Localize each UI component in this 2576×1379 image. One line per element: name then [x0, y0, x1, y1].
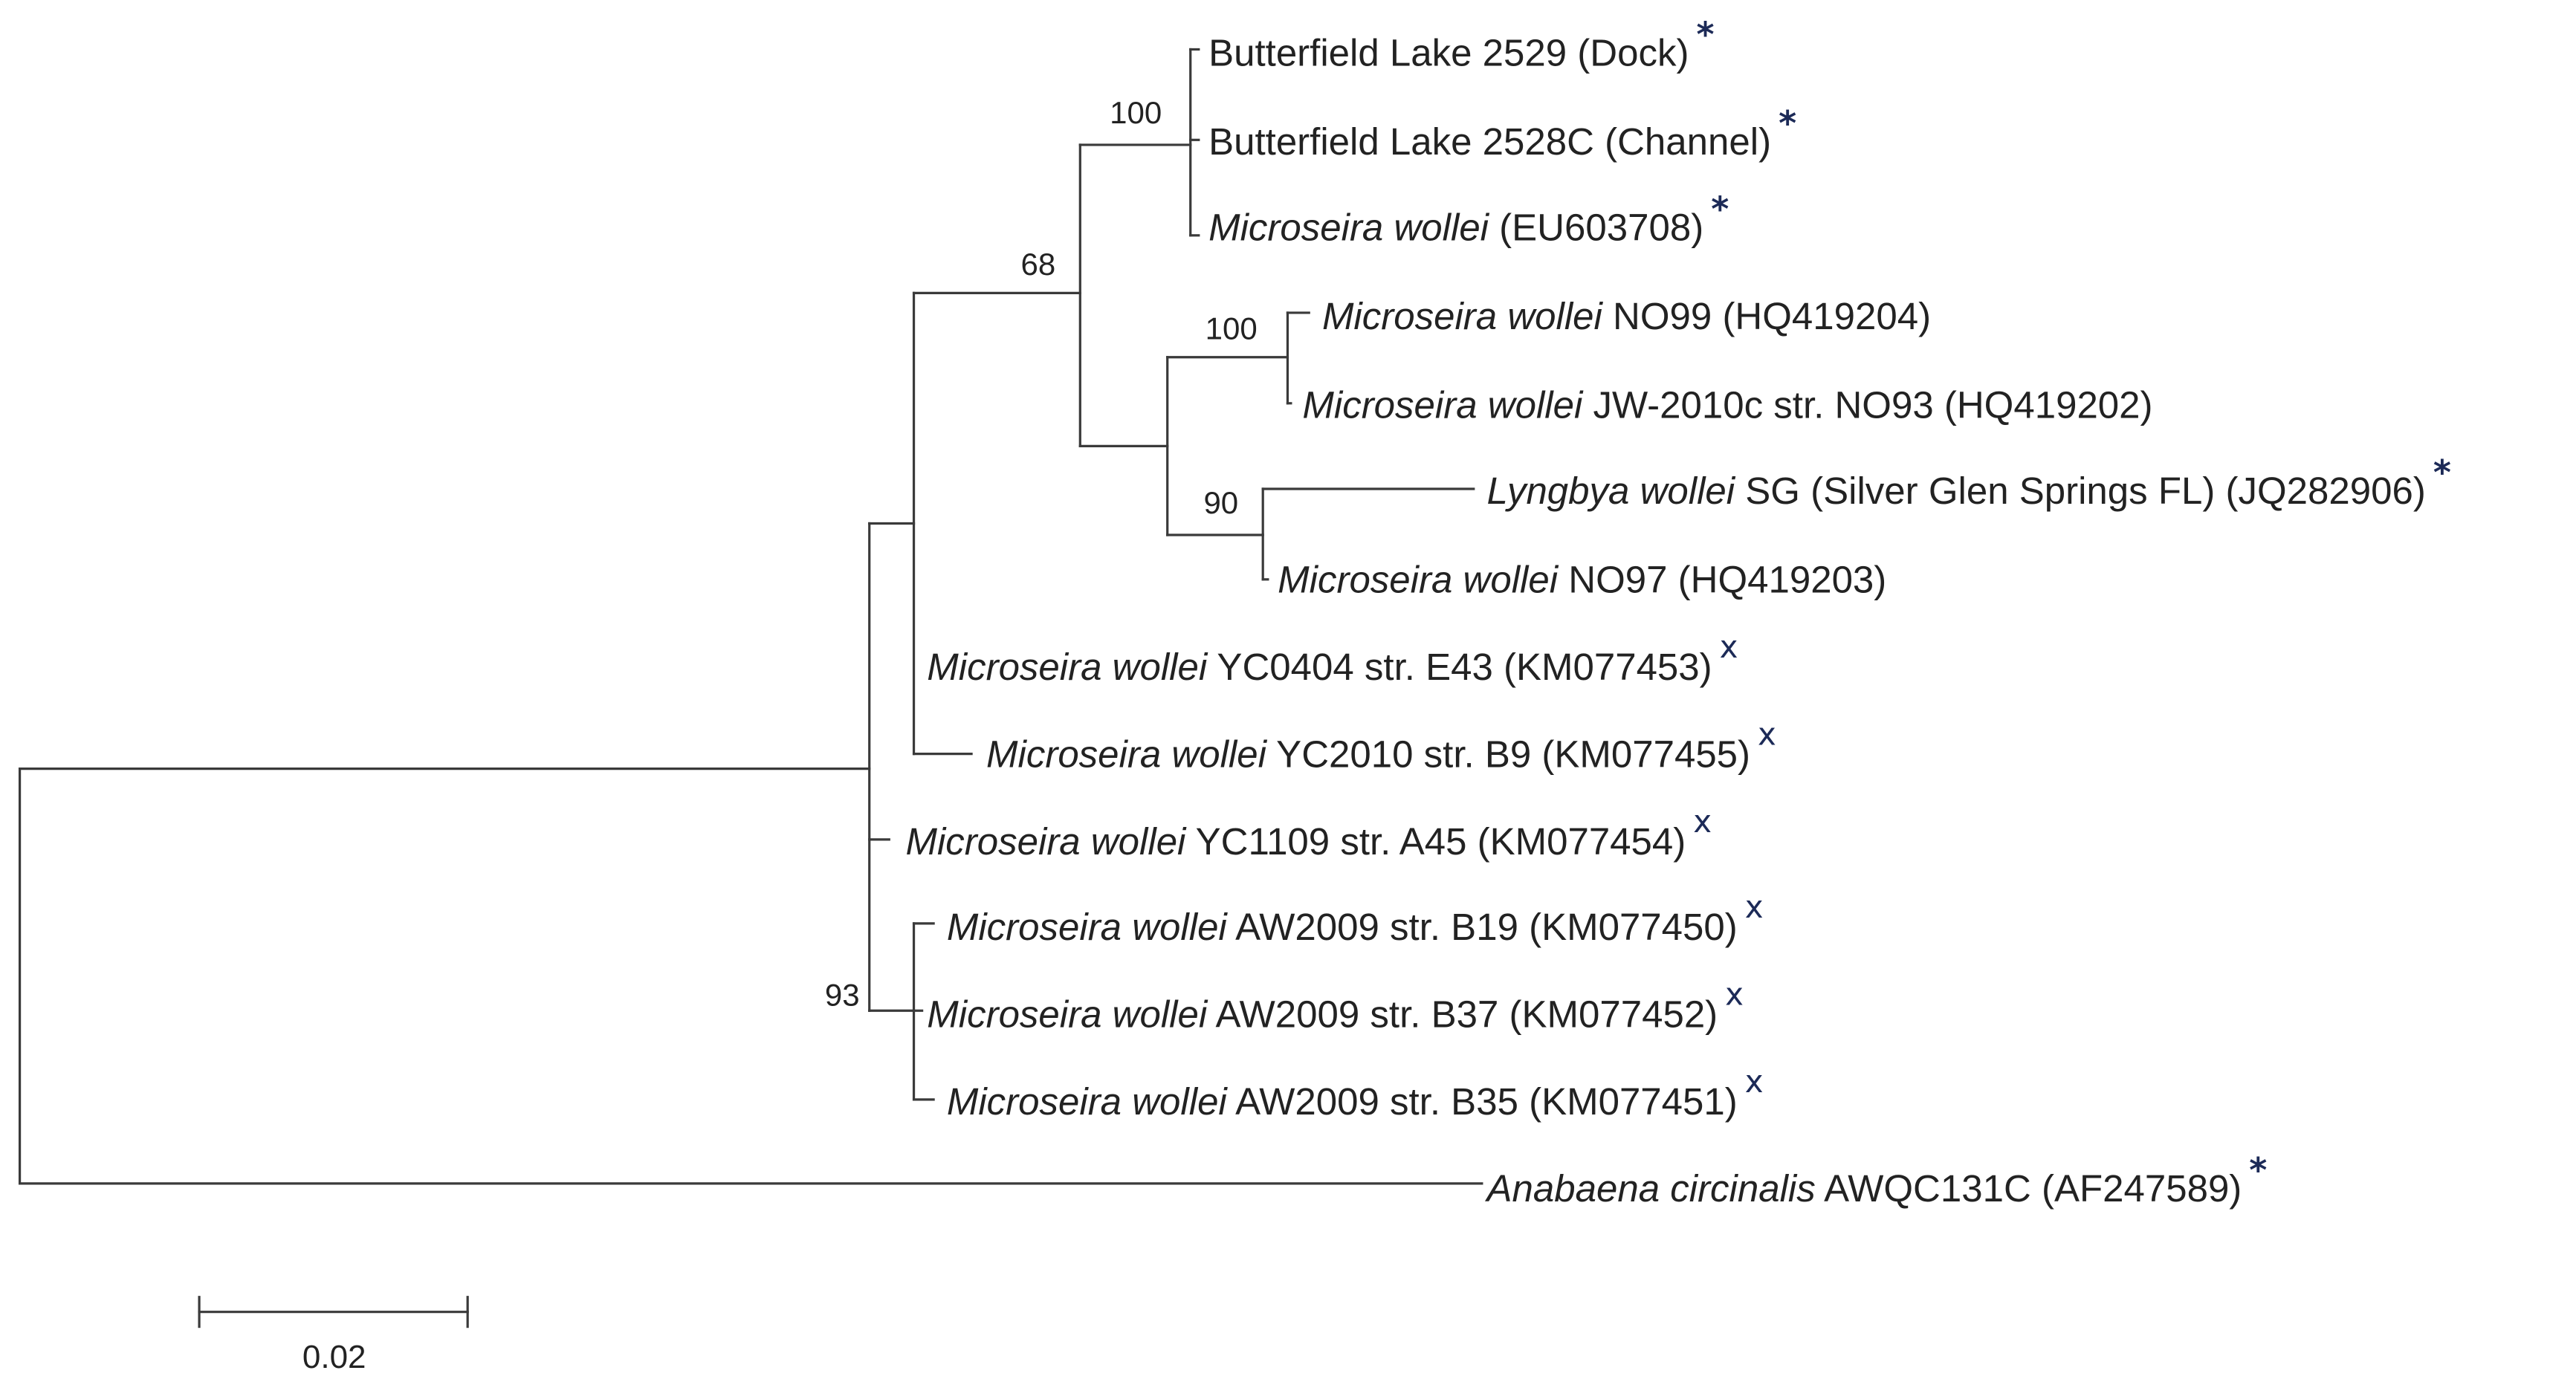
asterisk-marker: *	[2433, 452, 2451, 493]
taxon-strain-accession: AW2009 str. B35 (KM077451)	[1227, 1080, 1738, 1123]
taxon-label: Butterfield Lake 2529 (Dock)	[1208, 32, 1689, 74]
taxon-species-name: Microseira wollei	[947, 1080, 1229, 1123]
bootstrap-values: 100 68 100 90 93	[825, 95, 1258, 1012]
taxon-species-name: Microseira wollei	[905, 820, 1187, 863]
taxon-species-name: Microseira wollei	[1278, 559, 1559, 601]
taxon-species-name: Microseira wollei	[1208, 206, 1490, 248]
taxon-species-name: Microseira wollei	[947, 906, 1229, 948]
taxon-strain-accession: Butterfield Lake 2529 (Dock)	[1208, 32, 1689, 74]
taxon-label: Microseira wollei YC1109 str. A45 (KM077…	[905, 820, 1686, 863]
taxon-strain-accession: (EU603708)	[1489, 206, 1703, 248]
taxon-label: Lyngbya wollei SG (Silver Glen Springs F…	[1487, 470, 2426, 512]
bootstrap-value: 100	[1206, 311, 1258, 345]
taxon-species-name: Microseira wollei	[986, 733, 1268, 775]
taxon-label: Microseira wollei NO99 (HQ419204)	[1322, 295, 1931, 337]
taxon-label: Microseira wollei AW2009 str. B37 (KM077…	[927, 993, 1718, 1035]
x-marker: x	[1745, 889, 1764, 925]
asterisk-marker: *	[2249, 1150, 2267, 1190]
asterisk-marker: *	[1696, 15, 1714, 55]
taxon-label: Anabaena circinalis AWQC131C (AF247589)	[1485, 1167, 2242, 1210]
x-marker: x	[1720, 629, 1738, 665]
asterisk-marker: *	[1711, 189, 1729, 229]
taxon-label: Microseira wollei NO97 (HQ419203)	[1278, 559, 1886, 601]
taxon-strain-accession: YC1109 str. A45 (KM077454)	[1185, 820, 1686, 863]
taxon-species-name: Anabaena circinalis	[1485, 1167, 1816, 1210]
taxon-label: Microseira wollei (EU603708)	[1208, 206, 1703, 248]
scale-bar-label: 0.02	[302, 1339, 366, 1375]
taxon-species-name: Microseira wollei	[927, 993, 1208, 1035]
taxon-strain-accession: NO97 (HQ419203)	[1558, 559, 1886, 601]
taxon-label: Microseira wollei YC2010 str. B9 (KM0774…	[986, 733, 1750, 775]
x-marker: x	[1693, 803, 1712, 840]
taxon-strain-accession: AWQC131C (AF247589)	[1816, 1167, 2242, 1210]
taxon-strain-accession: SG (Silver Glen Springs FL) (JQ282906)	[1735, 470, 2426, 512]
bootstrap-value: 93	[825, 978, 860, 1013]
asterisk-marker: *	[1779, 103, 1796, 143]
taxon-strain-accession: YC2010 str. B9 (KM077455)	[1266, 733, 1750, 775]
taxon-species-name: Microseira wollei	[927, 646, 1208, 688]
taxon-strain-accession: YC0404 str. E43 (KM077453)	[1207, 646, 1712, 688]
x-marker: x	[1745, 1063, 1764, 1100]
taxon-label: Microseira wollei JW-2010c str. NO93 (HQ…	[1302, 384, 2152, 426]
x-marker: x	[1725, 976, 1744, 1012]
taxon-strain-accession: NO99 (HQ419204)	[1602, 295, 1931, 337]
taxon-label: Microseira wollei AW2009 str. B35 (KM077…	[947, 1080, 1738, 1123]
taxon-label: Microseira wollei YC0404 str. E43 (KM077…	[927, 646, 1712, 688]
bootstrap-value: 90	[1203, 485, 1238, 520]
tree-branches	[18, 48, 1483, 1185]
taxon-species-name: Microseira wollei	[1322, 295, 1604, 337]
taxon-strain-accession: AW2009 str. B19 (KM077450)	[1227, 906, 1738, 948]
taxon-strain-accession: JW-2010c str. NO93 (HQ419202)	[1582, 384, 2152, 426]
taxon-species-name: Microseira wollei	[1302, 384, 1584, 426]
taxon-species-name: Lyngbya wollei	[1487, 470, 1736, 512]
bootstrap-value: 100	[1110, 95, 1162, 130]
taxon-label: Butterfield Lake 2528C (Channel)	[1208, 120, 1771, 163]
scale-bar: 0.02	[198, 1296, 469, 1375]
taxon-strain-accession: Butterfield Lake 2528C (Channel)	[1208, 120, 1771, 163]
x-marker: x	[1758, 716, 1776, 752]
taxon-strain-accession: AW2009 str. B37 (KM077452)	[1207, 993, 1718, 1035]
taxon-labels: Butterfield Lake 2529 (Dock)*Butterfield…	[905, 15, 2450, 1210]
bootstrap-value: 68	[1021, 247, 1056, 282]
taxon-label: Microseira wollei AW2009 str. B19 (KM077…	[947, 906, 1738, 948]
